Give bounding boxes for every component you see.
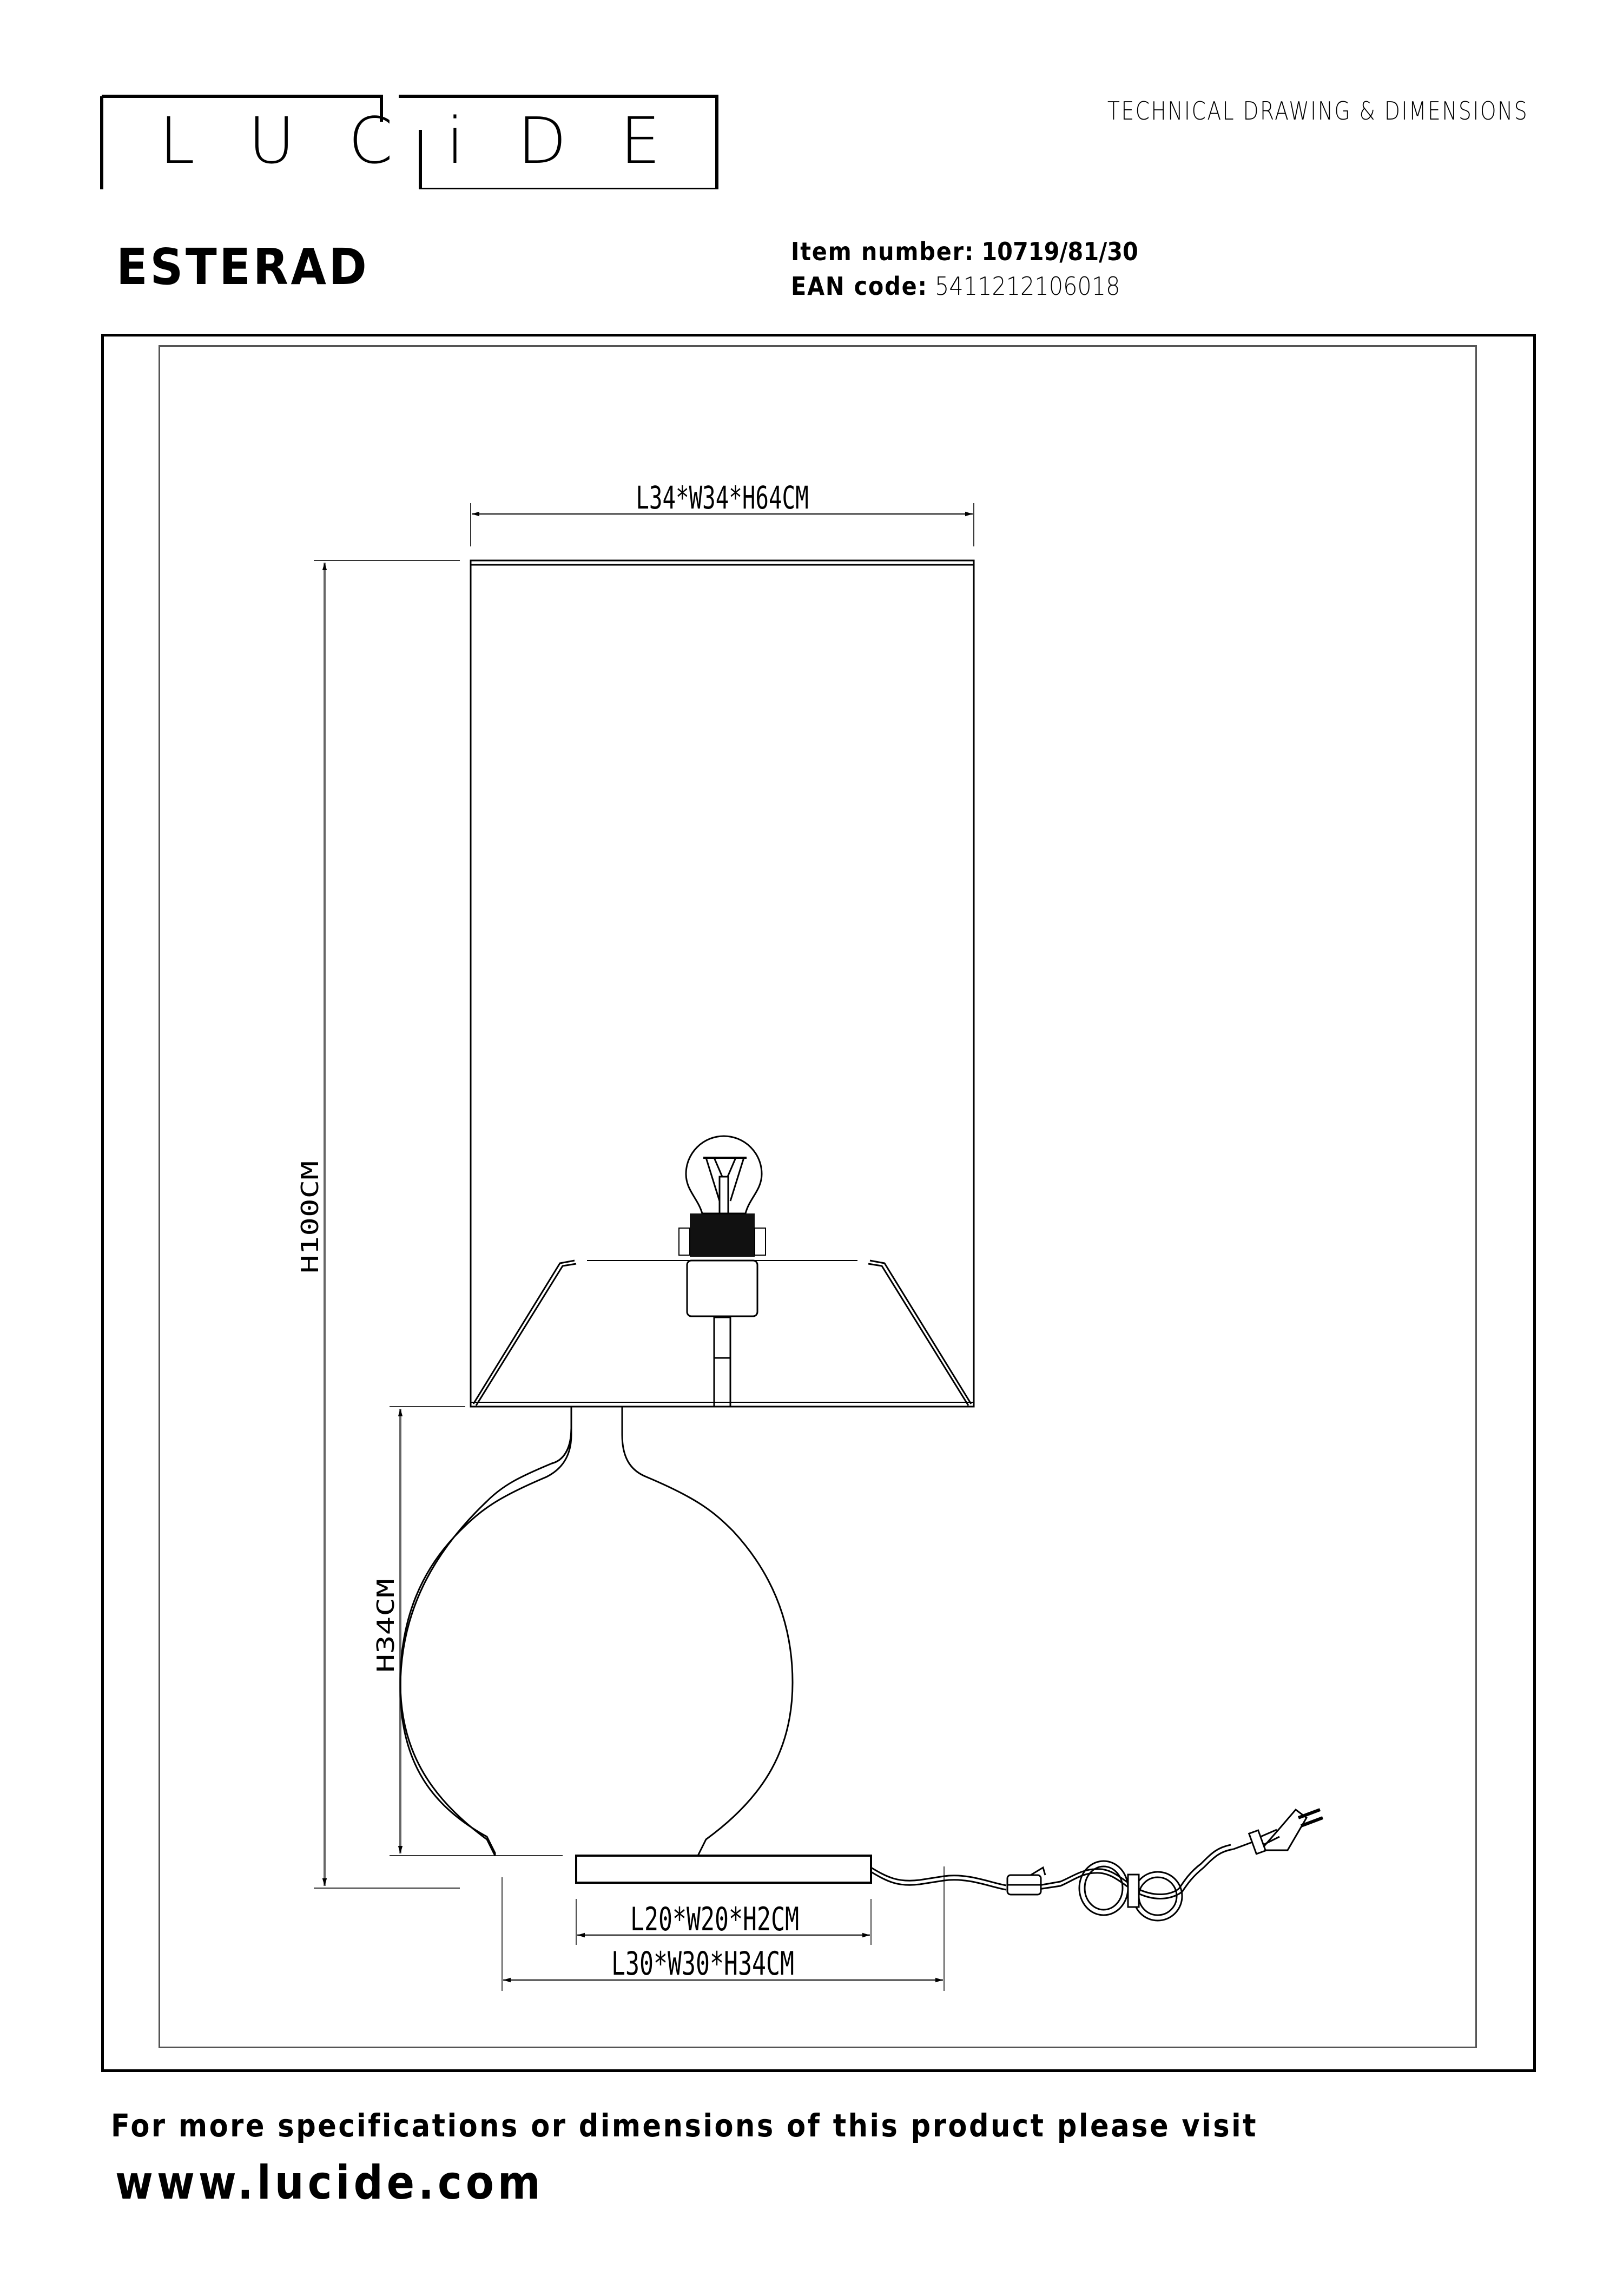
base-dimension-label: L30*W30*H34CM <box>611 1945 794 1983</box>
plug <box>1233 1808 1324 1855</box>
cable-loop <box>1078 1860 1183 1922</box>
product-meta: Item number: 10719/81/30 EAN code: 54112… <box>791 234 1138 304</box>
power-cord <box>870 1844 1234 1899</box>
logo-letter-u: U <box>248 103 295 178</box>
item-number-label: Item number: <box>791 237 975 266</box>
ean-code-row: EAN code: 5411212106018 <box>791 269 1138 304</box>
logo-letter-l: L <box>159 103 195 178</box>
ean-code-value: 5411212106018 <box>935 272 1120 301</box>
foot-plate <box>575 1855 872 1884</box>
document-type-title: TECHNICAL DRAWING & DIMENSIONS <box>1107 96 1528 126</box>
drawing-frame-inner <box>159 345 1477 2048</box>
glass-vase-body <box>399 1407 794 1856</box>
foot-dimension: L20*W20*H2CM <box>577 1901 870 1938</box>
socket <box>678 1213 766 1257</box>
base-height-dimension: H34CM <box>373 1406 563 1856</box>
foot-dimension-label: L20*W20*H2CM <box>630 1901 799 1938</box>
drawing-frame-outer <box>101 334 1536 2072</box>
inline-switch <box>1006 1866 1046 1896</box>
logo-letter-d: D <box>517 103 567 178</box>
item-number-row: Item number: 10719/81/30 <box>791 234 1138 269</box>
ean-colon: : <box>918 272 928 301</box>
logo-frame-icon <box>100 95 718 189</box>
total-height-dimension: H100CM <box>297 560 460 1889</box>
ean-code-label: EAN code <box>791 272 918 301</box>
shade-dimension: L34*W34*H64CM <box>470 480 974 546</box>
glass-vase <box>399 1407 572 1856</box>
total-height-label: H100CM <box>297 1161 324 1274</box>
light-bulb <box>685 1135 763 1215</box>
logo-letter-c: C <box>348 103 393 178</box>
base-dimension: L30*W30*H34CM <box>503 1945 943 1983</box>
item-number-value: 10719/81/30 <box>981 237 1138 266</box>
base-height-label: H34CM <box>373 1579 400 1672</box>
base-extension-lines <box>502 1866 945 1991</box>
shade-dimension-label: L34*W34*H64CM <box>636 480 808 516</box>
lucide-logo: L U C i D E <box>100 92 720 189</box>
lamp-shade <box>470 559 975 1408</box>
logo-letter-i: i <box>446 103 464 178</box>
footer-info-text: For more specifications or dimensions of… <box>111 2107 1258 2144</box>
footer-website-link[interactable]: www.lucide.com <box>115 2156 544 2210</box>
logo-letter-e: E <box>620 103 661 178</box>
shade-frame <box>472 1259 972 1408</box>
product-name: ESTERAD <box>116 238 370 296</box>
